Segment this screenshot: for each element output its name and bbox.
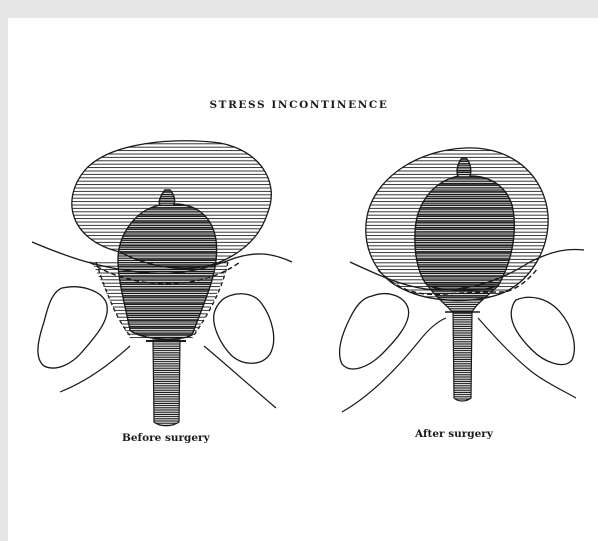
after-surgery-panel <box>340 148 584 412</box>
pubic-bone-left-after <box>340 294 409 369</box>
caption-before-surgery: Before surgery <box>122 432 210 444</box>
diagram-title: STRESS INCONTINENCE <box>0 99 598 111</box>
before-surgery-panel <box>32 141 292 426</box>
lower-curve-left-before <box>60 346 130 392</box>
lower-curve-right-after <box>478 318 576 398</box>
lower-curve-right-before <box>204 346 276 408</box>
urethra-after <box>453 312 472 401</box>
lower-curve-left-after <box>342 318 446 412</box>
urethra-before <box>153 340 180 426</box>
pubic-bone-right-before <box>214 294 274 364</box>
caption-after-surgery: After surgery <box>415 428 493 440</box>
pubic-bone-left-before <box>38 287 107 368</box>
pubic-bone-right-after <box>511 297 574 364</box>
